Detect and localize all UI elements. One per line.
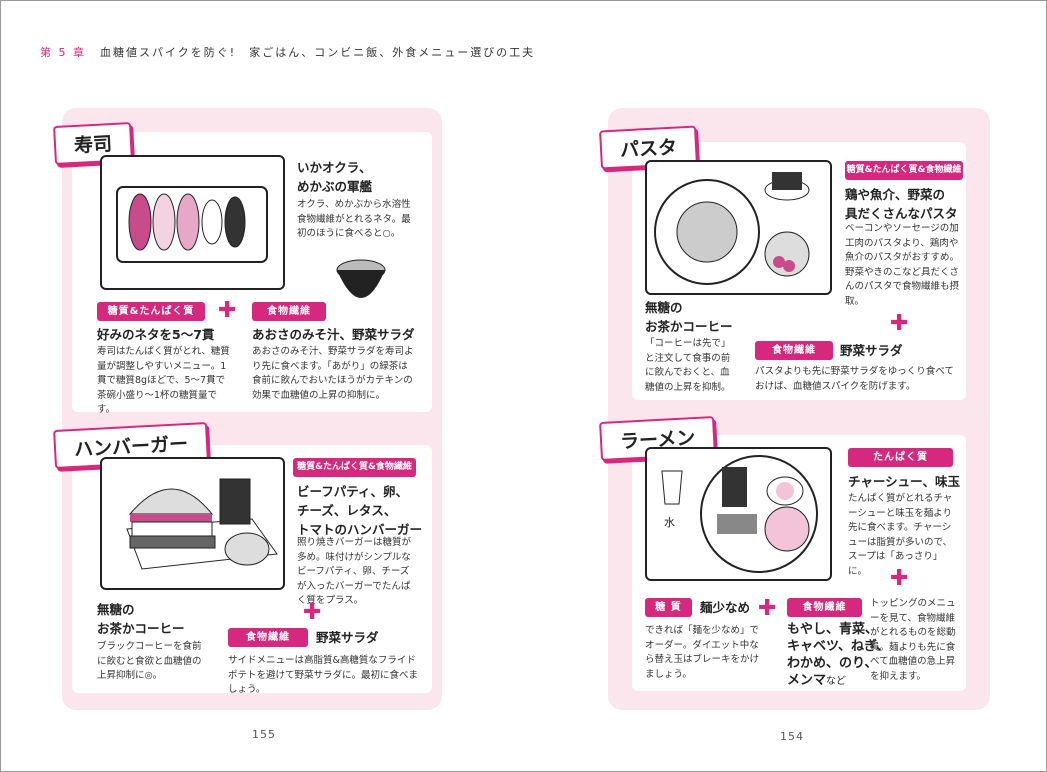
noodle-title: 麺少なめ [700, 600, 751, 615]
water-label: 水 [664, 516, 675, 529]
badge-carb-protein-fiber: 糖質&たんぱく質&食物繊維 [293, 458, 416, 477]
plus-icon: ✚ [890, 311, 909, 336]
badge-fiber: 食物繊維 [755, 341, 833, 360]
pasta-salad-title: 野菜サラダ [840, 343, 903, 358]
badge-carb-protein: 糖質&たんぱく質 [97, 302, 205, 321]
burger-illustration [100, 457, 285, 590]
pasta-main-text: ベーコンやソーセージの加工肉のパスタより、鶏肉や魚介のパスタがおすすめ。野菜やき… [845, 223, 960, 307]
toppings-list: もやし、青菜、 キャベツ、ねぎ、 わかめ、のり、 メンマなど [787, 622, 890, 688]
burger-salad-text: サイドメニューは高脂質&高糖質なフライドポテトを避けて野菜サラダに。最初に食べま… [228, 655, 419, 695]
plus-icon: ✚ [218, 298, 237, 323]
badge-fiber: 食物繊維 [252, 302, 326, 321]
pasta-illustration [645, 160, 832, 295]
page-number-left: 155 [252, 728, 276, 741]
burger-drink-text: ブラックコーヒーを食前に飲むと食欲と血糖値の上昇抑制に◎。 [97, 641, 202, 681]
ramen-main-text: たんぱく質がとれるチャーシューと味玉を麺より先に食べます。チャーシューは脂質が多… [848, 493, 953, 577]
burger-main-text: 照り焼きバーガーは糖質が多め。味付けがシンプルなビーフパティ、卵、チーズが入った… [297, 537, 412, 606]
badge-fiber: 食物繊維 [787, 598, 862, 617]
sushi-illustration [100, 155, 285, 290]
badge-protein: たんぱく質 [848, 448, 953, 467]
sushi-item-text: 寿司はたんぱく質がとれ、糖質量が調整しやすいメニュー。1貫で糖質8gほどで、5〜… [97, 346, 230, 415]
badge-fiber: 食物繊維 [228, 628, 308, 647]
ramen-main-title: チャーシュー、味玉 [848, 474, 961, 489]
plus-icon: ✚ [890, 566, 909, 591]
chapter-label: 第 5 章 [40, 46, 86, 59]
page-number-right: 154 [780, 730, 804, 743]
pasta-drink-text: 「コーヒーは先で」と注文して食事の前に飲んでおくと、血糖値の上昇を抑制。 [645, 338, 731, 393]
miso-salad-title: あおさのみそ汁、野菜サラダ [252, 327, 415, 342]
okura-text: オクラ、めかぶから水溶性食物繊維がとれるネタ。最初のほうに食べると○。 [297, 199, 411, 239]
sushi-item-title: 好みのネタを5〜7貫 [97, 327, 215, 342]
ramen-illustration [645, 447, 832, 581]
pasta-salad-text: パスタよりも先に野菜サラダをゆっくり食べておけば、血糖値スパイクを防げます。 [755, 366, 954, 392]
noodle-text: できれば「麺を少なめ」でオーダー。ダイエット中なら替え玉はブレーキをかけましょう… [645, 625, 760, 680]
badge-carb: 糖 質 [645, 598, 692, 617]
burger-main-title: ビーフパティ、卵、 チーズ、レタス、 トマトのハンバーガー [297, 484, 423, 537]
pasta-main-title: 鶏や魚介、野菜の 具だくさんなパスタ [845, 187, 958, 221]
miso-salad-text: あおさのみそ汁、野菜サラダを寿司より先に食べます。「あがり」の緑茶は食前に飲んで… [252, 346, 414, 401]
burger-drink-title: 無糖の お茶かコーヒー [97, 602, 185, 636]
burger-salad-title: 野菜サラダ [316, 630, 379, 645]
miso-soup-illustration [335, 256, 387, 316]
pasta-drink-title: 無糖の お茶かコーヒー [645, 300, 733, 334]
plus-icon: ✚ [303, 600, 322, 625]
badge-carb-protein-fiber: 糖質&たんぱく質&食物繊維 [845, 161, 963, 180]
chapter-title: 血糖値スパイクを防ぐ! 家ごはん、コンビニ飯、外食メニュー選びの工夫 [100, 46, 536, 59]
okura-title: いかオクラ、 めかぶの軍艦 [297, 160, 373, 194]
plus-icon: ✚ [758, 596, 777, 621]
topping-text: トッピングのメニューを見て、食物繊維がとれるものを総動員。麺よりも先に食べて血糖… [870, 598, 956, 682]
